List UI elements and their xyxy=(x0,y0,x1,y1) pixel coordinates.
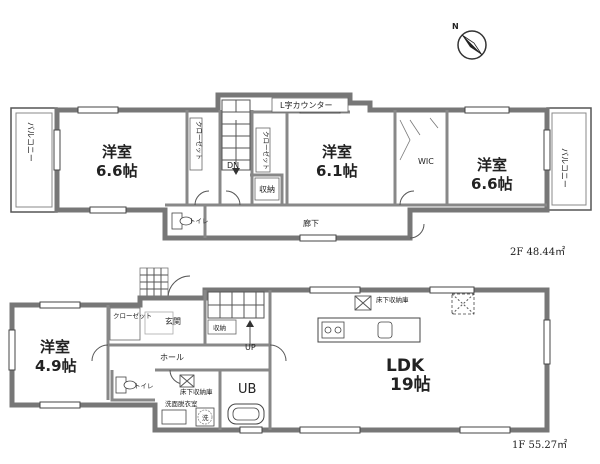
entrance-label: 玄関 xyxy=(165,316,181,326)
hall-label: ホール xyxy=(160,353,184,362)
1f-stairs xyxy=(207,291,265,345)
closet-3-label: クローゼット xyxy=(113,311,152,320)
kitchen-counter-icon xyxy=(317,317,421,343)
toilet-1f-icon xyxy=(115,376,137,394)
western-room-1-label: 洋室 xyxy=(102,143,132,161)
western-room-3-label: 洋室 xyxy=(477,156,507,174)
balcony-left-label: バルコニー xyxy=(26,122,35,162)
storage-1f-label: 収納 xyxy=(213,323,226,332)
western-room-4-size: 4.9帖 xyxy=(35,357,77,375)
corridor-label: 廊下 xyxy=(303,218,319,228)
stairs-up-label: UP xyxy=(245,343,256,352)
wic-label: WIC xyxy=(418,157,434,166)
toilet-2f-icon xyxy=(171,212,193,230)
2f-outer-wall xyxy=(54,92,550,241)
toilet-1f-label: トイレ xyxy=(134,382,154,390)
closet-2-label: クローゼット xyxy=(262,131,271,170)
floor1-area: 1F 55.27㎡ xyxy=(512,439,567,451)
north-label: N xyxy=(452,22,459,31)
underfloor-storage-2-label: 床下収納庫 xyxy=(376,295,409,304)
washer-label: 洗 xyxy=(202,413,209,422)
toilet-2f-label: トイレ xyxy=(189,217,209,225)
stairs-down-label: DN xyxy=(227,161,239,170)
underfloor-storage-1-label: 床下収納庫 xyxy=(180,387,213,396)
storage-label: 収納 xyxy=(259,184,275,194)
unit-bath-label: UB xyxy=(238,382,256,397)
floor-2f: バルコニー バルコニー DN xyxy=(10,92,592,258)
sink-icon xyxy=(161,409,187,425)
western-room-2-size: 6.1帖 xyxy=(316,162,358,180)
ldk-label: LDK xyxy=(386,356,425,376)
fridge-space-icon xyxy=(451,293,475,315)
closet-1-label: クローゼット xyxy=(195,121,204,160)
entrance-porch xyxy=(139,267,191,299)
western-room-3-size: 6.6帖 xyxy=(471,175,513,193)
western-room-4-label: 洋室 xyxy=(40,338,70,356)
floor2-area: 2F 48.44㎡ xyxy=(510,246,565,258)
counter-label: L字カウンター xyxy=(280,100,332,110)
western-room-2-label: 洋室 xyxy=(322,143,352,161)
2f-stairs xyxy=(221,99,251,175)
western-room-1-size: 6.6帖 xyxy=(96,162,138,180)
balcony-left-outline xyxy=(10,107,58,213)
washer-icon xyxy=(195,407,215,427)
ldk-size: 19帖 xyxy=(390,374,431,395)
north-arrow-icon: N xyxy=(452,22,487,60)
1f-outer-wall xyxy=(9,287,550,433)
bathtub-icon xyxy=(227,403,265,425)
balcony-right-label: バルコニー xyxy=(560,148,569,188)
floor-1f: クローゼット 玄関 収納 UP ホール トイレ 床下収納庫 xyxy=(8,267,567,451)
washroom-label: 洗面脱衣室 xyxy=(165,399,198,408)
